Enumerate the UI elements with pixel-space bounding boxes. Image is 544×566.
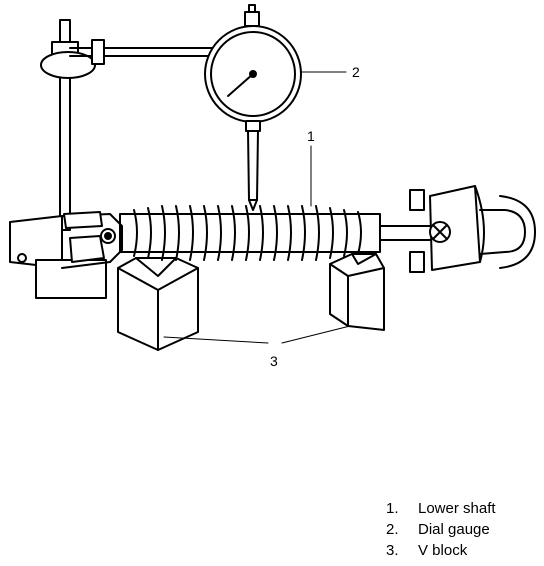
legend-number: 3.	[386, 542, 399, 559]
stand-arm	[69, 39, 213, 65]
callout-3: 3	[270, 353, 278, 369]
legend-label: Lower shaft	[418, 500, 496, 517]
callout-2: 2	[352, 64, 360, 80]
shaft-extension	[374, 225, 431, 241]
legend-item: 2. Dial gauge	[386, 519, 496, 540]
stand-post	[40, 19, 96, 231]
legend-label: V block	[418, 542, 468, 559]
v-block-left	[117, 257, 199, 351]
legend-item: 1. Lower shaft	[386, 498, 496, 519]
lower-shaft	[119, 205, 381, 261]
callout-leaders	[163, 71, 351, 344]
dial-gauge	[204, 4, 302, 211]
v-block-right	[329, 253, 385, 331]
legend-item: 3. V block	[386, 540, 496, 561]
legend-number: 1.	[386, 500, 399, 517]
left-universal-joint	[9, 211, 123, 299]
parts-legend: 1. Lower shaft 2. Dial gauge 3. V block	[386, 498, 496, 561]
legend-label: Dial gauge	[418, 521, 490, 538]
legend-number: 2.	[386, 521, 399, 538]
right-coupling	[409, 185, 536, 273]
callout-1: 1	[307, 128, 315, 144]
